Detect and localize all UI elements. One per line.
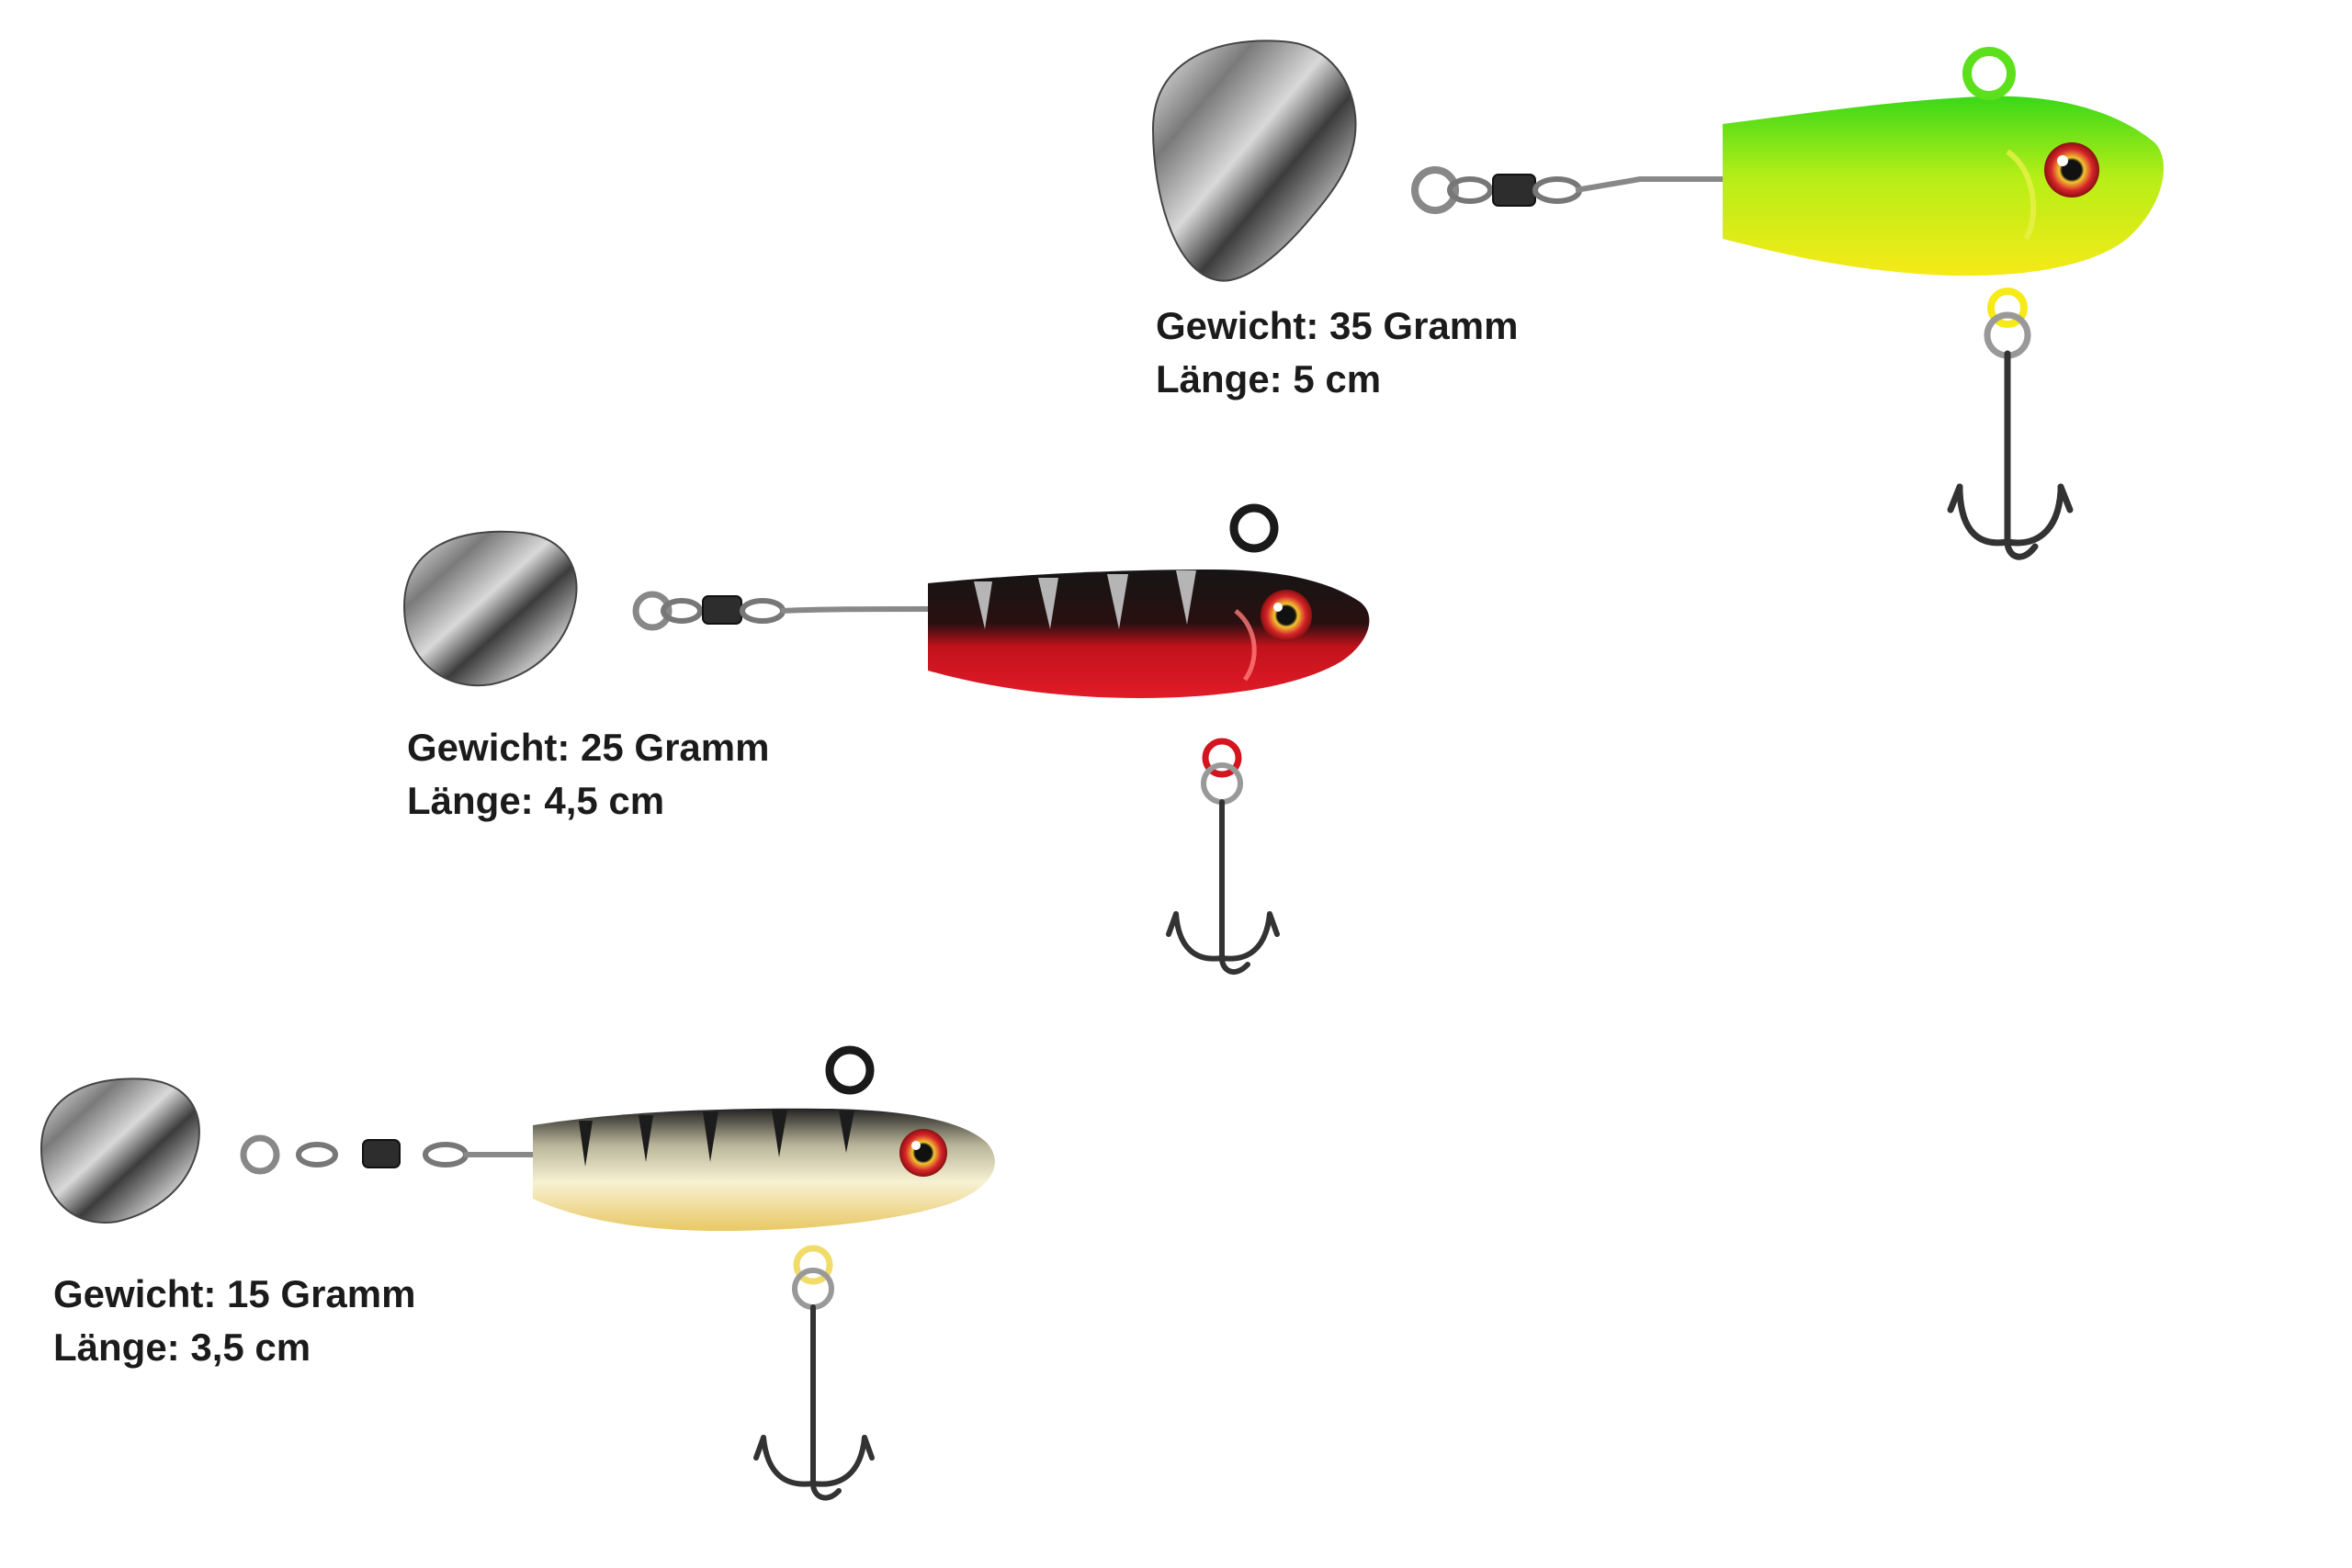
treble-hook <box>1947 350 2074 560</box>
label-large: Gewicht: 35 Gramm Länge: 5 cm <box>1156 299 1518 406</box>
length-text: Länge: 3,5 cm <box>53 1325 311 1369</box>
weight-text: Gewicht: 35 Gramm <box>1156 304 1519 347</box>
split-ring <box>240 1134 280 1175</box>
barrel-swivel <box>362 1139 401 1168</box>
weight-text: Gewicht: 15 Gramm <box>53 1272 416 1315</box>
length-text: Länge: 4,5 cm <box>407 779 665 822</box>
split-ring <box>632 591 673 631</box>
eye <box>899 1129 947 1177</box>
weight-text: Gewicht: 25 Gramm <box>407 726 770 769</box>
lure-body <box>928 570 1370 698</box>
barrel-swivel <box>702 595 742 625</box>
label-small: Gewicht: 15 Gramm Länge: 3,5 cm <box>53 1268 415 1374</box>
lure-medium <box>402 491 1525 1006</box>
top-eyelet <box>1229 503 1279 553</box>
spinner-blade <box>40 1077 200 1224</box>
lure-body <box>1723 96 2164 276</box>
treble-hook <box>753 1304 875 1501</box>
split-ring <box>1411 166 1459 214</box>
top-eyelet <box>825 1045 875 1095</box>
spinner-blade <box>1151 39 1357 282</box>
eye <box>1261 590 1312 641</box>
label-medium: Gewicht: 25 Gramm Länge: 4,5 cm <box>407 721 769 828</box>
lure-large <box>1151 32 2352 620</box>
barrel-swivel <box>1492 174 1536 207</box>
length-text: Länge: 5 cm <box>1156 357 1382 400</box>
eye <box>2044 142 2099 197</box>
lure-small <box>40 1033 1052 1529</box>
treble-hook <box>1166 799 1280 976</box>
spinner-blade <box>402 530 578 687</box>
top-eyelet <box>1962 47 2016 100</box>
